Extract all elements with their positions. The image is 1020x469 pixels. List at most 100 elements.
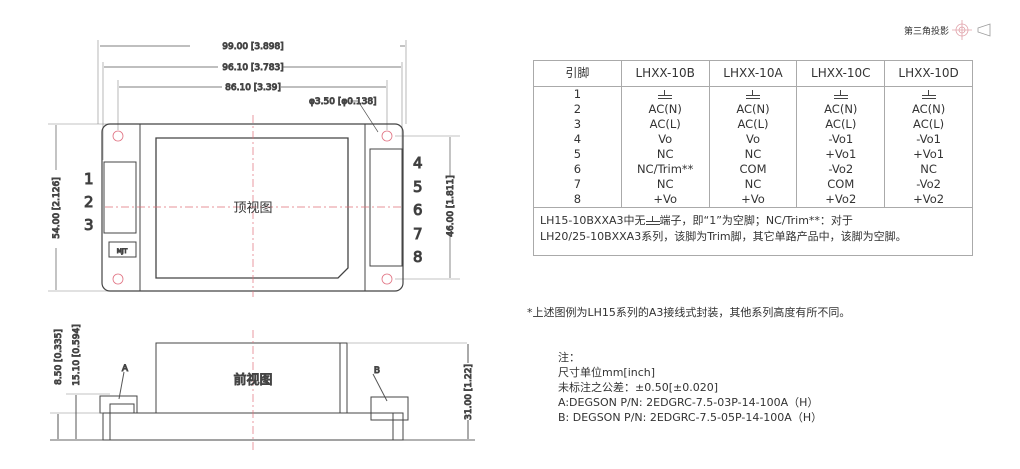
front-view-title: 前视图 [233, 372, 272, 388]
dim-overall-height: 54.00 [2.126] [52, 177, 62, 238]
pin-function-cell: Vo [708, 132, 798, 147]
pin-function-cell: AC(N) [708, 102, 798, 117]
pin-function-cell: Vo [620, 132, 710, 147]
header-10a: LHXX-10A [708, 60, 798, 87]
pin-7-label: 7 [413, 225, 423, 243]
notes: 注： 尺寸单位mm[inch] 未标注之公差：±0.50[±0.020] A:D… [558, 350, 822, 425]
dim-hole-diameter: φ3.50 [φ0.138] [309, 97, 377, 107]
pin-function-cell: AC(N) [796, 102, 886, 117]
notes-title: 注： [558, 351, 580, 364]
third-angle-projection-icon [952, 20, 991, 40]
mounting-holes [112, 130, 393, 285]
note-line: 未标注之公差：±0.50[±0.020] [558, 381, 718, 394]
pin-function-cell: AC(L) [620, 117, 710, 132]
pin-6-label: 6 [413, 201, 423, 219]
note-line: B: DEGSON P/N: 2EDGRC-7.5-05P-14-100A（H） [558, 411, 823, 424]
projection-label: 第三角投影 [904, 27, 950, 37]
connector-b-label: B [374, 366, 380, 376]
pin-function-cell: +Vo [620, 192, 710, 208]
pin-number-cell: 2 [533, 102, 622, 117]
pin-function-cell: -Vo2 [796, 162, 886, 177]
pin-table: 引脚 LHXX-10B LHXX-10A LHXX-10C LHXX-10D 1… [533, 60, 973, 256]
pin-1-label: 1 [84, 170, 94, 188]
note-line: A:DEGSON P/N: 2EDGRC-7.5-03P-14-100A（H） [558, 396, 819, 409]
pin-function-cell: AC(N) [884, 102, 973, 117]
header-10d: LHXX-10D [884, 60, 973, 87]
pin-function-cell: -Vo1 [796, 132, 886, 147]
top-view: 99.00 [3.898] 96.10 [3.783] 86.10 [3.39]… [48, 40, 460, 297]
dim-31-00: 31.00 [1.22] [464, 364, 474, 420]
pin-5-label: 5 [413, 178, 423, 196]
ground-cell [620, 86, 710, 102]
pin-function-cell: NC/Trim** [620, 162, 710, 177]
connector-a-label: A [122, 364, 129, 374]
table-row: 1 [533, 86, 973, 102]
pin-function-cell: AC(L) [884, 117, 973, 132]
pin-3-label: 3 [84, 216, 94, 234]
note-part-c: LH20/25-10BXXA3系列，该脚为Trim脚，其它单路产品中，该脚为空脚… [540, 230, 907, 243]
pin-number-cell: 1 [533, 86, 622, 102]
ground-cell [884, 86, 973, 102]
top-view-title: 顶视图 [233, 201, 272, 216]
pin-function-cell: AC(L) [708, 117, 798, 132]
header-pin: 引脚 [533, 60, 622, 87]
ground-cell [708, 86, 798, 102]
pin-function-cell: COM [708, 162, 798, 177]
pin-function-cell: COM [796, 177, 886, 192]
dim-hole-spacing-x: 86.10 [3.39] [225, 83, 281, 93]
table-note: LH15-10BXXA3中无端子，即“1”为空脚；NC/Trim**：对于 LH… [533, 207, 973, 256]
dim-pin-span: 96.10 [3.783] [222, 63, 283, 73]
pin-function-cell: NC [620, 177, 710, 192]
pin-function-cell: NC [708, 177, 798, 192]
pin-function-cell: +Vo1 [884, 147, 973, 162]
pin-function-cell: +Vo2 [884, 192, 973, 208]
table-header-row: 引脚 LHXX-10B LHXX-10A LHXX-10C LHXX-10D [533, 60, 973, 87]
note-part-b: 端子，即“1”为空脚；NC/Trim**：对于 [659, 214, 853, 227]
pin-function-cell: -Vo2 [884, 177, 973, 192]
ground-icon [746, 89, 760, 100]
pin-function-cell: NC [708, 147, 798, 162]
dim-15-10: 15.10 [0.594] [72, 324, 82, 385]
pin-function-cell: AC(N) [620, 102, 710, 117]
pin-function-cell: +Vo1 [796, 147, 886, 162]
header-10c: LHXX-10C [796, 60, 886, 87]
pin-number-cell: 7 [533, 177, 622, 192]
pin-function-cell: AC(L) [796, 117, 886, 132]
pin-function-cell: -Vo1 [884, 132, 973, 147]
ground-cell [796, 86, 886, 102]
note-line: 尺寸单位mm[inch] [558, 366, 656, 379]
dim-8-50: 8.50 [0.335] [54, 329, 64, 385]
logo-text: MJT [117, 248, 128, 255]
front-view: 8.50 [0.335] 15.10 [0.594] 31.00 [1.22] … [50, 324, 475, 452]
pin-number-cell: 4 [533, 132, 622, 147]
dim-overall-width: 99.00 [3.898] [222, 42, 283, 52]
pin-2-label: 2 [84, 193, 94, 211]
pin-number-cell: 8 [533, 192, 622, 208]
centerlines [105, 115, 402, 297]
pin-function-cell: NC [620, 147, 710, 162]
pin-4-label: 4 [413, 154, 423, 172]
pin-function-cell: +Vo2 [796, 192, 886, 208]
pin-number-cell: 3 [533, 117, 622, 132]
ground-icon [922, 89, 936, 100]
table-row: 8+Vo+Vo+Vo2+Vo2 [533, 192, 973, 208]
header-10b: LHXX-10B [620, 60, 710, 87]
pin-number-cell: 5 [533, 147, 622, 162]
ground-icon [834, 89, 848, 100]
pin-function-cell: NC [884, 162, 973, 177]
ground-icon [646, 216, 660, 226]
pin-function-cell: +Vo [708, 192, 798, 208]
note-part-a: LH15-10BXXA3中无 [540, 214, 646, 227]
ground-icon [658, 89, 672, 100]
dim-hole-spacing-y: 46.00 [1.811] [446, 175, 456, 236]
pin-8-label: 8 [413, 248, 423, 266]
pin-number-cell: 6 [533, 162, 622, 177]
